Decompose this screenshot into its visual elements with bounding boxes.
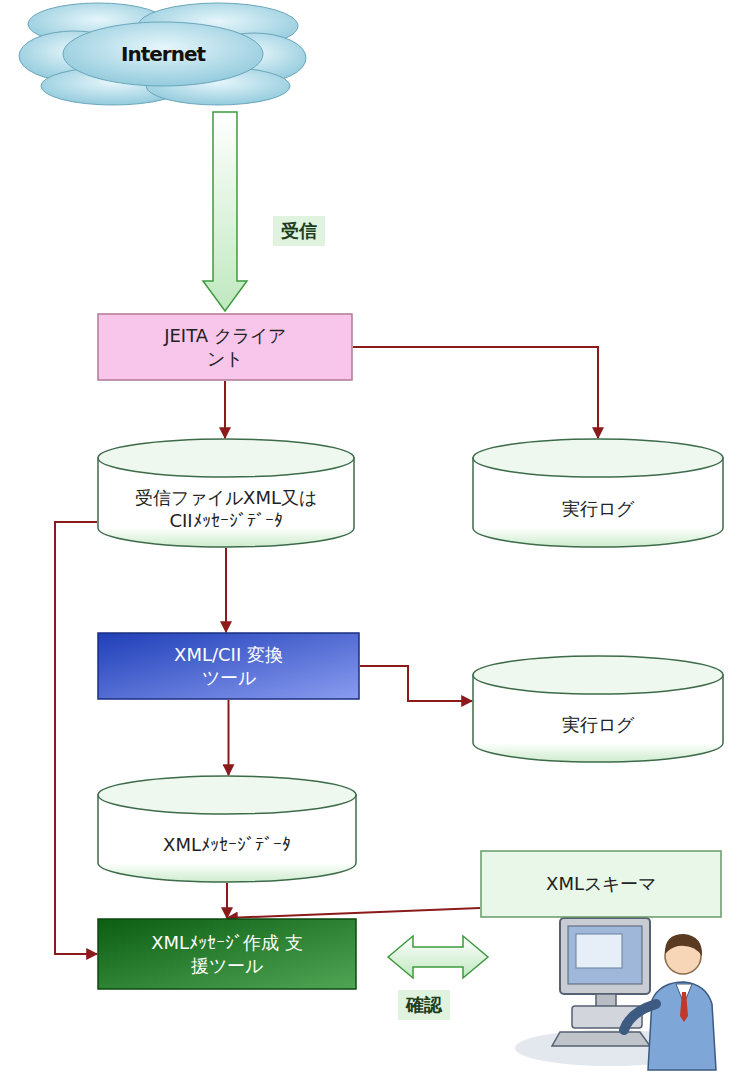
schema-box: XMLスキーマ	[480, 850, 722, 918]
data-store: XMLﾒｯｾｰｼﾞﾃﾞｰﾀ	[97, 775, 357, 883]
connector	[227, 908, 480, 918]
connector	[225, 548, 227, 632]
process-box: JEITA クライアント	[97, 313, 353, 381]
double-arrow	[388, 936, 488, 978]
node-text: XMLﾒｯｾｰｼﾞ作成 支援ツール	[147, 931, 307, 978]
connector	[360, 666, 472, 701]
node-text: 実行ログ	[562, 713, 634, 736]
cloud-puff	[63, 22, 263, 86]
cyl-shape	[472, 438, 724, 548]
box-outline	[481, 851, 721, 917]
tool-box: XMLﾒｯｾｰｼﾞ作成 支援ツール	[97, 918, 357, 990]
rect-shape	[97, 918, 357, 990]
connector	[228, 700, 230, 775]
box-outline	[98, 314, 352, 380]
node-content: 受信ファイルXML又は CIIﾒｯｾｰｼﾞﾃﾞｰﾀ	[97, 438, 355, 548]
confirm-label: 確認	[398, 990, 450, 1020]
node-text: Internet	[121, 41, 205, 67]
node-content: Internet	[18, 0, 308, 108]
cyl-shape	[472, 655, 724, 763]
hollow-arrow	[203, 112, 247, 311]
node-text: XMLﾒｯｾｰｼﾞﾃﾞｰﾀ	[163, 833, 291, 856]
node-text: JEITA クライアント	[160, 324, 290, 371]
connector	[226, 883, 228, 918]
node-content: 実行ログ	[472, 438, 724, 548]
person-at-computer	[515, 918, 716, 1070]
log-store: 実行ログ	[472, 655, 724, 763]
cyl-shape	[97, 775, 357, 883]
node-text: XMLスキーマ	[546, 872, 656, 895]
node-content: 実行ログ	[472, 655, 724, 763]
data-store: 受信ファイルXML又は CIIﾒｯｾｰｼﾞﾃﾞｰﾀ	[97, 438, 355, 548]
cloud-node: Internet	[18, 0, 308, 108]
box-outline	[98, 633, 359, 699]
edge-label: 受信	[273, 216, 325, 246]
cylinder-top	[473, 656, 723, 694]
cylinder-top	[98, 776, 356, 814]
node-text: 実行ログ	[562, 497, 634, 520]
node-text: XML/CII 変換ツール	[169, 643, 289, 690]
node-text: 受信ファイルXML又は CIIﾒｯｾｰｼﾞﾃﾞｰﾀ	[124, 486, 329, 533]
tool-box: XML/CII 変換ツール	[97, 632, 360, 700]
node-content: XML/CII 変換ツール	[97, 632, 360, 700]
node-content: JEITA クライアント	[97, 313, 353, 381]
rect-shape	[97, 313, 353, 381]
cylinder-top	[473, 439, 723, 477]
node-content: XMLﾒｯｾｰｼﾞ作成 支援ツール	[97, 918, 357, 990]
rect-shape	[97, 632, 360, 700]
connector	[55, 522, 97, 954]
node-content: XMLﾒｯｾｰｼﾞﾃﾞｰﾀ	[97, 775, 357, 883]
connector	[353, 347, 598, 438]
connector	[224, 381, 226, 438]
node-content: XMLスキーマ	[480, 850, 722, 918]
log-store: 実行ログ	[472, 438, 724, 548]
cylinder-top	[98, 439, 354, 477]
box-outline	[98, 919, 356, 989]
